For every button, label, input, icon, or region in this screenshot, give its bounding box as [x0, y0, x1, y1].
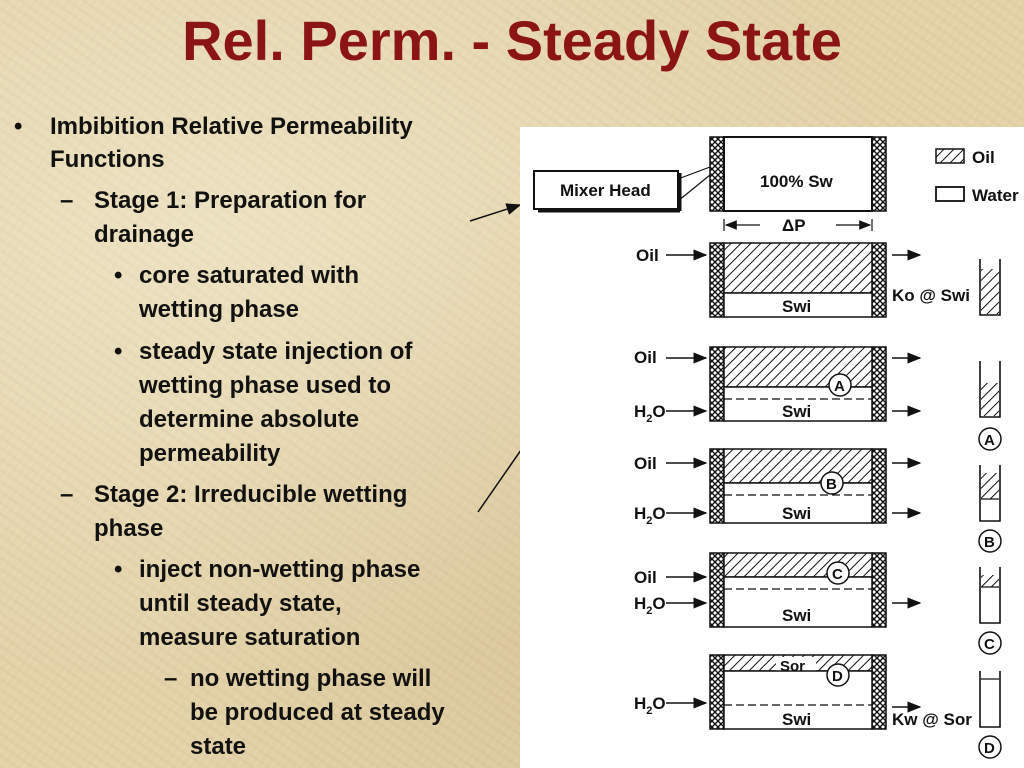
rowD-water-end: O: [652, 694, 665, 713]
legend-oil-label: Oil: [972, 148, 995, 167]
bullet-text: determine absolute: [139, 406, 360, 433]
rowA-water-end: O: [652, 402, 665, 421]
bullet-text: Functions: [50, 146, 165, 173]
rowB-water-end: O: [652, 504, 665, 523]
rowB-water-label: H: [634, 504, 646, 523]
bullet-text: wetting phase: [139, 296, 300, 323]
rowB-core-marker: B: [826, 476, 837, 493]
sub-bullet-text: drainage: [94, 221, 195, 248]
core-row-swi: Oil Swi Ko @ Swi: [636, 242, 1001, 318]
slide-title: Rel. Perm. - Steady State: [182, 9, 842, 72]
stage1-arrow: [469, 203, 522, 222]
core-row-a: Oil H2O A Swi A: [634, 346, 1002, 451]
rowD-right-label: Kw @ Sor: [892, 710, 972, 729]
rowA-water-sub: 2: [646, 413, 652, 425]
rowC-oil-label: Oil: [634, 568, 657, 587]
svg-text:H2O: H2O: [634, 402, 666, 425]
bullet-text: permeability: [139, 440, 281, 467]
rowC-tube-marker: C: [984, 636, 995, 653]
sub-bullet-marker: –: [164, 665, 178, 692]
rowD-core-label: Swi: [782, 710, 811, 729]
rowB-water-sub: 2: [646, 515, 652, 527]
bullet-marker: •: [14, 113, 23, 140]
bullet-text: until steady state,: [139, 590, 342, 617]
sub-bullet-text: be produced at steady: [190, 699, 445, 726]
top-core-label: 100% Sw: [760, 172, 834, 191]
row1-core-label: Swi: [782, 297, 811, 316]
rowD-water-sub: 2: [646, 705, 652, 717]
rowA-core-label: Swi: [782, 402, 811, 421]
svg-text:H2O: H2O: [634, 694, 666, 717]
bullet-text: wetting phase used to: [139, 372, 392, 399]
bullet-text: inject non-wetting phase: [139, 556, 421, 583]
legend-water-swatch: [935, 186, 965, 202]
steady-state-figure: Mixer Head 100% Sw ΔP Oil Water Oil: [520, 127, 1024, 768]
delta-p-label: ΔP: [782, 216, 806, 235]
mixer-head-label: Mixer Head: [560, 181, 651, 200]
rowB-oil-label: Oil: [634, 454, 657, 473]
rowC-core-marker: C: [832, 566, 843, 583]
rowC-water-label: H: [634, 594, 646, 613]
rowD-core-marker: D: [832, 668, 843, 685]
row1-right-label: Ko @ Swi: [892, 286, 970, 305]
bullet-text: Imbibition Relative Permeability: [50, 113, 413, 140]
rowC-water-end: O: [652, 594, 665, 613]
core-row-c: Oil H2O C Swi C: [634, 552, 1002, 655]
rowD-water-label: H: [634, 694, 646, 713]
bullet-marker: •: [114, 262, 123, 289]
core-row-b: Oil H2O B Swi B: [634, 448, 1002, 553]
sub-bullet-text: no wetting phase will: [190, 665, 432, 692]
bullet-list: • Imbibition Relative Permeability Funct…: [14, 113, 445, 760]
sub-bullet-marker: –: [60, 187, 74, 214]
top-core: 100% Sw ΔP: [709, 136, 887, 235]
rowA-oil-label: Oil: [634, 348, 657, 367]
rowB-core-label: Swi: [782, 504, 811, 523]
bullet-text: steady state injection of: [139, 338, 413, 365]
figure-diagram: Mixer Head 100% Sw ΔP Oil Water Oil: [533, 136, 1019, 759]
rowD-tube-marker: D: [984, 740, 995, 757]
row1-oil-label: Oil: [636, 246, 659, 265]
rowB-tube-marker: B: [984, 534, 995, 551]
rowA-water-label: H: [634, 402, 646, 421]
bullet-text: measure saturation: [139, 624, 361, 651]
sub-bullet-text: Stage 1: Preparation for: [94, 187, 367, 214]
sub-bullet-text: phase: [94, 515, 164, 542]
rowA-core-marker: A: [834, 378, 845, 395]
svg-text:H2O: H2O: [634, 504, 666, 527]
bullet-text: core saturated with: [139, 262, 360, 289]
svg-text:H2O: H2O: [634, 594, 666, 617]
rowA-tube-marker: A: [984, 432, 995, 449]
bullet-marker: •: [114, 556, 123, 583]
sub-bullet-text: Stage 2: Irreducible wetting: [94, 481, 408, 508]
mixer-head-box: Mixer Head: [533, 166, 711, 213]
sub-bullet-marker: –: [60, 481, 74, 508]
bullet-marker: •: [114, 338, 123, 365]
legend-oil-swatch: [935, 148, 965, 164]
legend: Oil Water: [935, 148, 1019, 205]
rowC-core-label: Swi: [782, 606, 811, 625]
core-row-d: H2O Sor D Swi Kw @ Sor D: [634, 654, 1002, 759]
sub-bullet-text: state: [190, 733, 247, 760]
rowC-water-sub: 2: [646, 605, 652, 617]
legend-water-label: Water: [972, 186, 1019, 205]
